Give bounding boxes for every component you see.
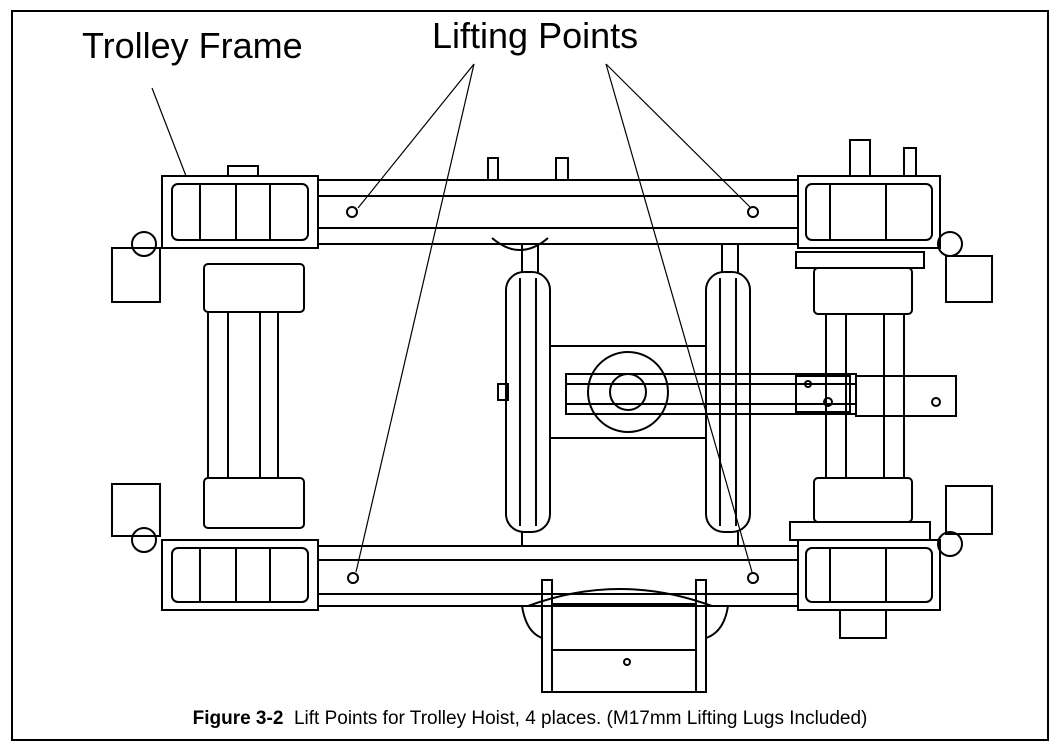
figure-caption: Figure 3-2 Lift Points for Trolley Hoist…: [0, 708, 1060, 730]
right-axle: [825, 314, 905, 478]
right-sheave: [705, 271, 751, 533]
trolley-frame-label: Trolley Frame: [82, 25, 303, 66]
left-axle: [207, 312, 279, 478]
figure-caption-text: Lift Points for Trolley Hoist, 4 places.…: [293, 708, 868, 729]
leader-lines: [151, 63, 753, 573]
right-end-truck-top: [795, 139, 993, 315]
left-end-truck-bottom: [111, 477, 319, 611]
leader-top-right: [605, 63, 752, 209]
top-rail: [317, 157, 799, 251]
left-end-truck-top: [111, 165, 319, 313]
lifting-hole-bottom-right: [747, 572, 759, 584]
lifting-hole-top-left: [346, 206, 358, 218]
right-end-truck-bottom: [789, 477, 993, 639]
lifting-holes: [346, 206, 759, 584]
drive-shaft: [565, 373, 957, 417]
left-sheave: [505, 271, 551, 533]
hoist-drum: [497, 244, 739, 546]
leader-bottom-right: [605, 63, 753, 573]
lifting-points-label: Lifting Points: [432, 15, 639, 56]
lifting-hole-bottom-left: [347, 572, 359, 584]
figure-border: [11, 10, 1049, 741]
lifting-hole-top-right: [747, 206, 759, 218]
leader-top-left: [357, 63, 475, 209]
leader-bottom-left: [355, 63, 475, 573]
trolley-frame-leader: [151, 87, 187, 177]
figure-number: Figure 3-2: [192, 708, 284, 729]
hook-block: [521, 579, 729, 693]
